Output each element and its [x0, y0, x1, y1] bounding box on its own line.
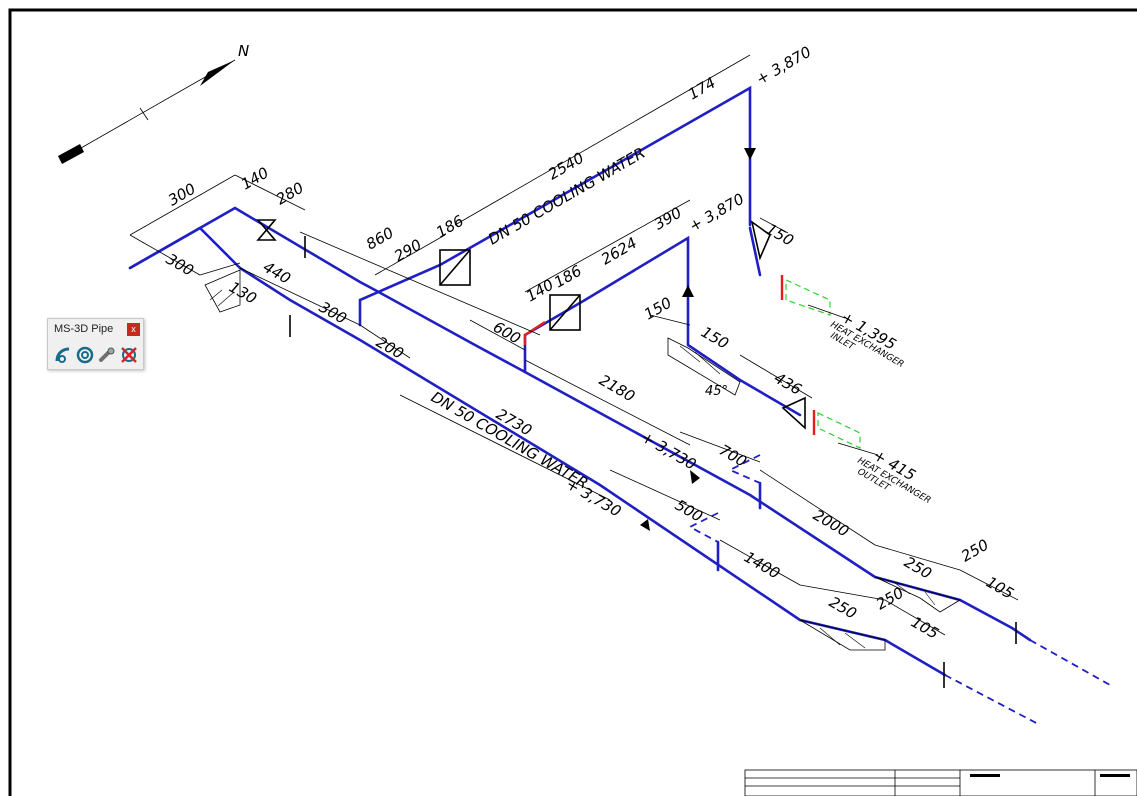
dim-700: 700: [716, 441, 750, 471]
dim-1400: 1400: [741, 548, 783, 583]
pipe-route-tool-icon[interactable]: [53, 345, 73, 365]
north-label: N: [238, 42, 249, 60]
heat-exchanger-nozzles: [780, 275, 861, 449]
dim-150-hx: 150: [763, 220, 797, 250]
dim-436: 436: [771, 369, 805, 399]
toolbar-icons: [53, 345, 139, 365]
dim-140-mid: 140: [523, 276, 557, 306]
pipe-fittings-tool-icon[interactable]: [75, 345, 95, 365]
dim-150-b: 150: [698, 323, 732, 353]
dimension-lines: [129, 54, 1019, 636]
hatched-supports: [204, 269, 962, 651]
toolbar-close-button[interactable]: x: [127, 323, 140, 336]
north-arrow: N: [58, 42, 249, 164]
dim-390: 390: [651, 204, 685, 234]
dim-250-b: 250: [958, 536, 992, 566]
title-block: [744, 769, 1137, 796]
dim-250-a: 250: [901, 553, 935, 583]
dim-105-b: 105: [908, 613, 942, 643]
elevation-middle: + 3,870: [686, 190, 747, 236]
pipe-joint-tool-icon[interactable]: [97, 345, 117, 365]
angle-label: 45°: [705, 384, 728, 399]
elevation-top-right: + 3,870: [753, 43, 814, 89]
dim-2000: 2000: [810, 506, 852, 541]
elevation-upper-pipe: + 3,730: [638, 428, 699, 474]
dim-105-a: 105: [983, 573, 1017, 603]
dim-186-top: 186: [433, 212, 467, 242]
dim-300-left: 300: [163, 250, 197, 280]
sheet-border: [8, 8, 1137, 796]
pipe-delete-tool-icon[interactable]: [119, 345, 139, 365]
toolbar-title: MS-3D Pipe: [54, 323, 114, 335]
dim-174: 174: [685, 74, 719, 104]
dim-150-a: 150: [641, 294, 675, 324]
drop-legs: [640, 454, 762, 572]
dim-186-mid: 186: [551, 262, 585, 292]
dim-250-c: 250: [826, 593, 860, 623]
valve-symbols: [256, 219, 1017, 688]
dim-130: 130: [226, 278, 260, 308]
dim-140-top: 140: [238, 164, 272, 194]
pipe-label-lower: DN 50 COOLING WATER: [428, 388, 591, 493]
ms-3d-pipe-toolbar[interactable]: MS-3D Pipe x: [47, 318, 144, 370]
dim-2180: 2180: [596, 371, 638, 406]
branch-middle: [523, 235, 802, 417]
dim-280: 280: [273, 179, 307, 209]
dim-290: 290: [391, 236, 425, 266]
dim-600: 600: [490, 318, 524, 348]
dim-2624: 2624: [598, 234, 640, 269]
